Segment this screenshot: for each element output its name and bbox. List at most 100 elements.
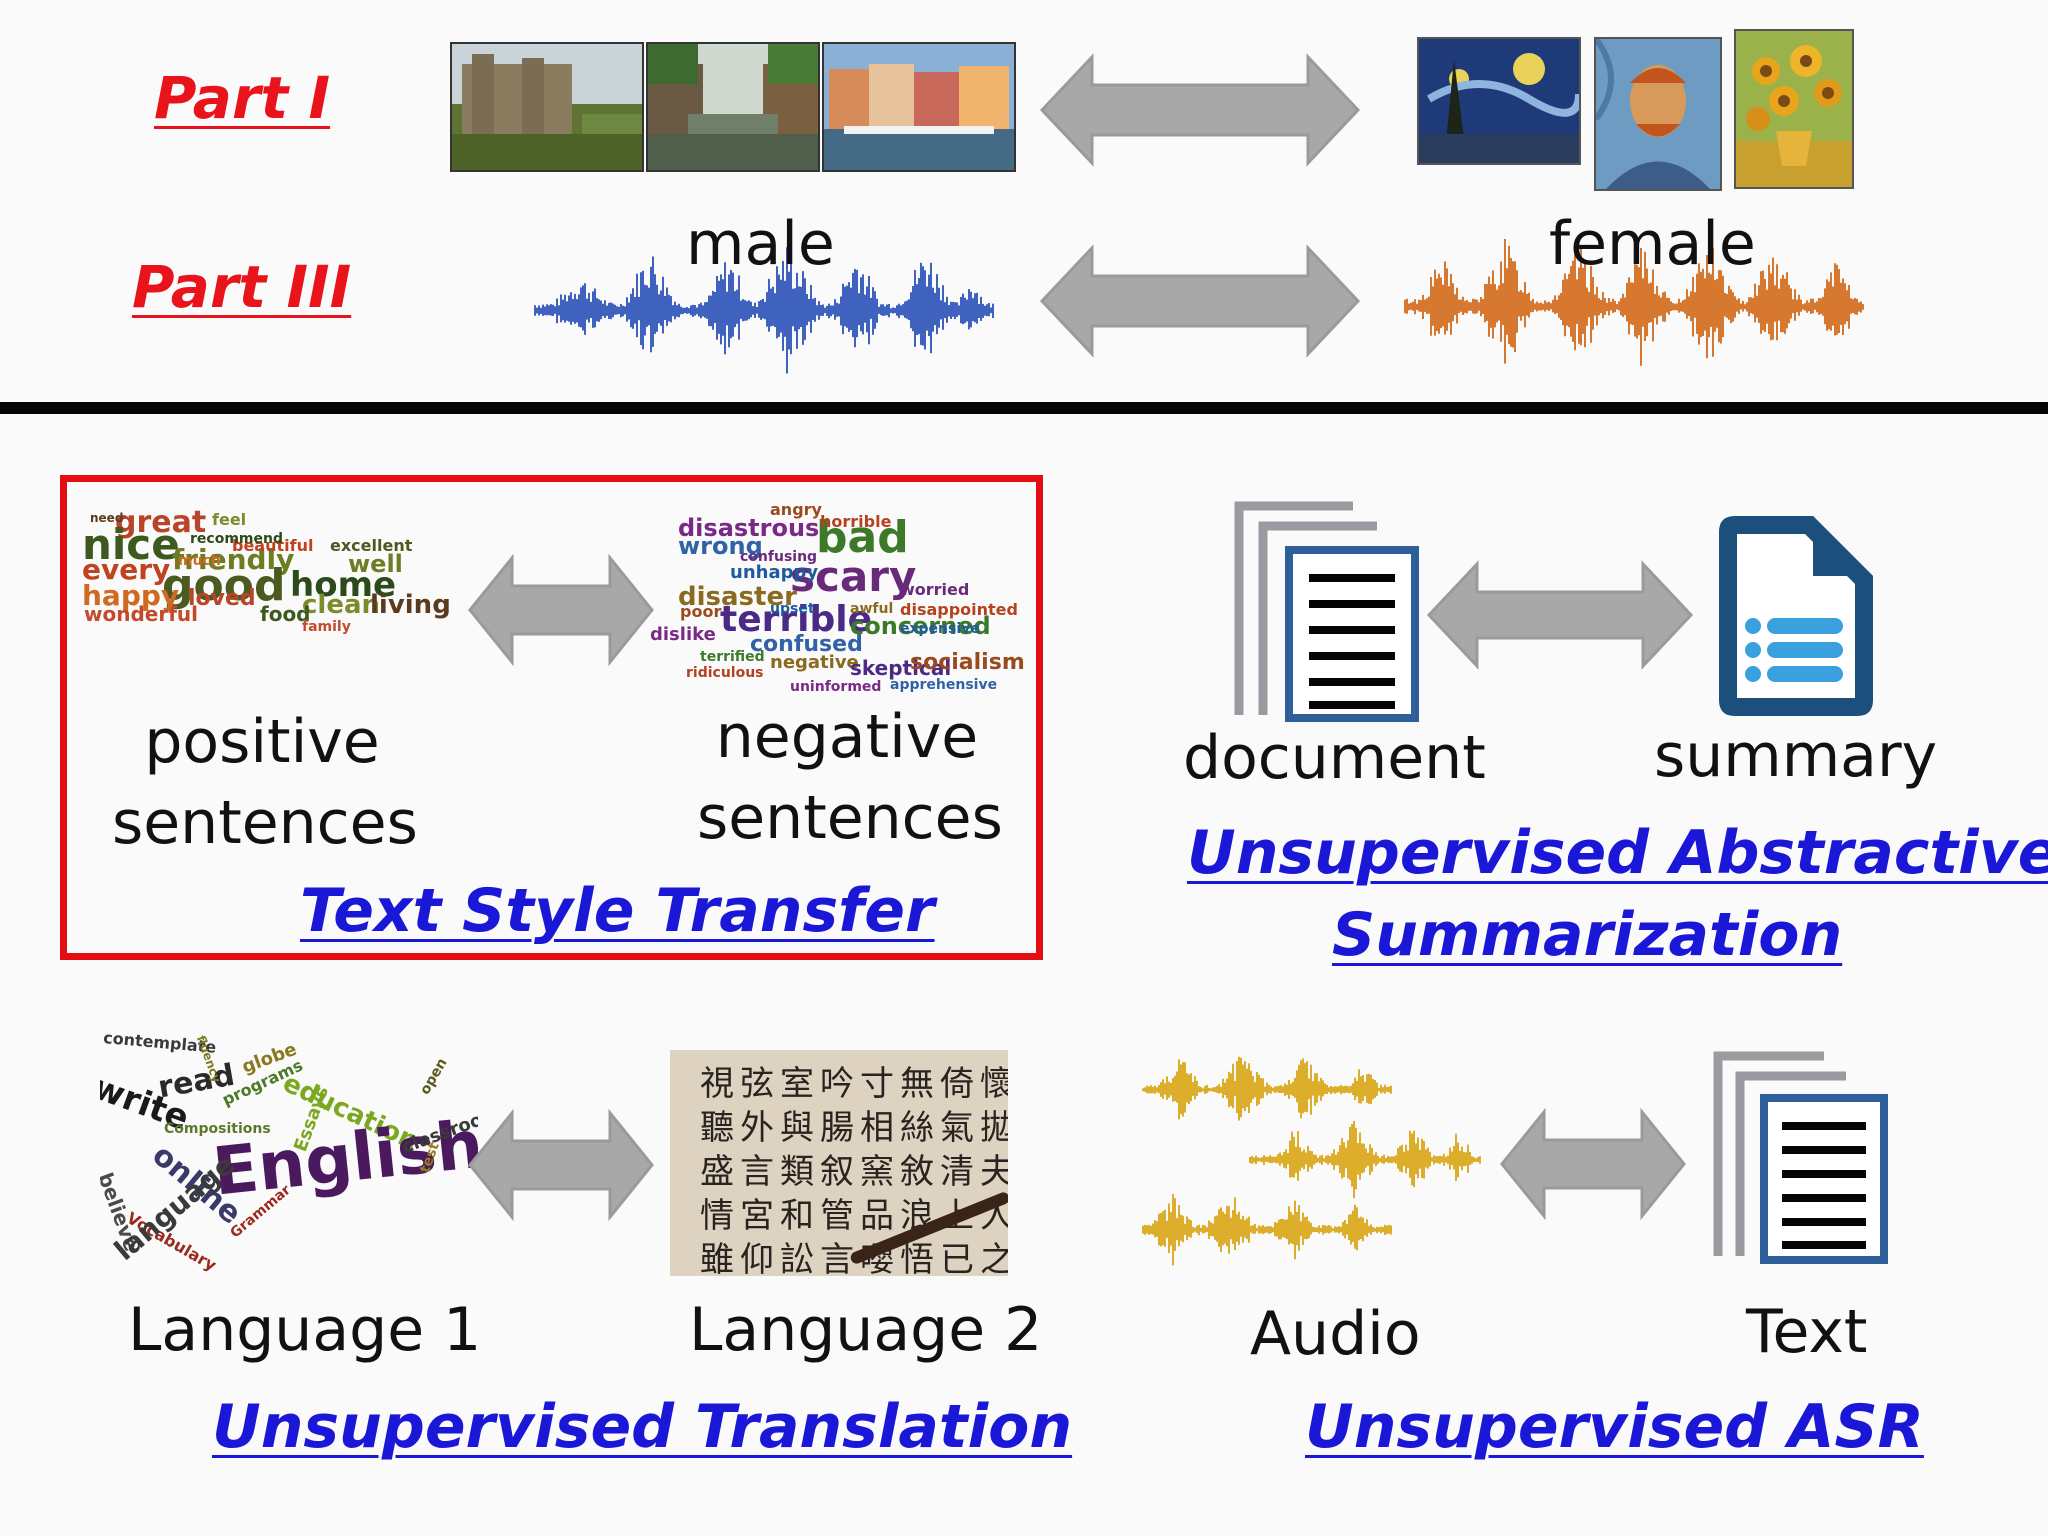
word-cloud-word: scary bbox=[790, 552, 917, 601]
word-cloud-word: happy bbox=[82, 579, 180, 612]
calligraphy-character: 之 bbox=[980, 1240, 1008, 1276]
word-cloud-word: recommend bbox=[190, 531, 283, 547]
calligraphy-character: 清 bbox=[940, 1152, 974, 1192]
chinese-calligraphy-image: 懷拋夫人之倚氣清上已無絲敘浪悟寸相窯品嚶吟腸叙管言室與類和訟弦外言宮仰視聽盛情雖 bbox=[670, 1050, 1008, 1276]
calligraphy-character: 盛 bbox=[700, 1152, 734, 1192]
word-cloud-word: expensive bbox=[900, 621, 980, 637]
calligraphy-character: 雖 bbox=[700, 1240, 734, 1276]
male-waveform-icon bbox=[534, 247, 994, 374]
word-cloud-word: loved bbox=[188, 586, 256, 611]
waveform-trace bbox=[1142, 1194, 1392, 1266]
calligraphy-character: 與 bbox=[780, 1108, 814, 1148]
calligraphy-character: 言 bbox=[740, 1152, 774, 1192]
audio-label: Audio bbox=[1250, 1299, 1421, 1369]
word-cloud-word: uninformed bbox=[790, 679, 882, 695]
word-cloud-word: open bbox=[417, 1055, 451, 1098]
calligraphy-character: 室 bbox=[780, 1064, 814, 1104]
calligraphy-character: 夫 bbox=[980, 1152, 1008, 1192]
audio-waveform-icon bbox=[1142, 1194, 1392, 1266]
word-cloud-word: beautiful bbox=[232, 536, 314, 555]
canal-photo bbox=[646, 42, 820, 172]
abstractive-summarization-link-line1[interactable]: Unsupervised Abstractive bbox=[1187, 818, 2048, 888]
text-style-transfer-link[interactable]: Text Style Transfer bbox=[300, 876, 935, 946]
word-cloud-word: terrified bbox=[700, 649, 765, 665]
language-2-label: Language 2 bbox=[689, 1295, 1043, 1365]
double-arrow-icon bbox=[468, 553, 654, 667]
word-cloud-word: skeptical bbox=[850, 656, 952, 680]
language-1-label: Language 1 bbox=[128, 1295, 482, 1365]
calligraphy-character: 相 bbox=[860, 1108, 894, 1148]
waveform-trace bbox=[534, 247, 994, 374]
calligraphy-character: 和 bbox=[780, 1196, 814, 1236]
word-cloud-word: poor bbox=[680, 602, 722, 621]
word-cloud-word: disaster bbox=[678, 582, 797, 612]
word-cloud-word: upset bbox=[770, 601, 815, 617]
castle-photo bbox=[450, 42, 644, 172]
word-cloud-word: concerned bbox=[850, 612, 991, 640]
summary-file-icon bbox=[1719, 516, 1873, 716]
word-cloud-word: confusing bbox=[740, 549, 818, 565]
abstractive-summarization-link-line2[interactable]: Summarization bbox=[1332, 900, 1843, 970]
negative-sentences-label: negative sentences bbox=[697, 697, 1003, 859]
unsupervised-translation-link[interactable]: Unsupervised Translation bbox=[212, 1392, 1073, 1462]
calligraphy-character: 寸 bbox=[860, 1064, 894, 1104]
calligraphy-character: 言 bbox=[820, 1240, 854, 1276]
calligraphy-character: 敘 bbox=[900, 1152, 934, 1192]
male-label: male bbox=[686, 209, 835, 279]
word-cloud-word: dislike bbox=[650, 624, 716, 645]
calligraphy-character: 視 bbox=[700, 1064, 734, 1104]
positive-sentences-label: positive sentences bbox=[112, 702, 418, 864]
word-cloud-word: good bbox=[162, 560, 286, 611]
calligraphy-character: 情 bbox=[700, 1196, 734, 1236]
sunflowers-painting bbox=[1734, 29, 1854, 189]
calligraphy-character: 吟 bbox=[820, 1064, 854, 1104]
word-cloud-word: worried bbox=[900, 580, 970, 599]
section-divider bbox=[0, 402, 2048, 414]
calligraphy-character: 叙 bbox=[820, 1152, 854, 1192]
word-cloud-word: disappointed bbox=[900, 600, 1018, 619]
word-cloud-word: well bbox=[348, 550, 403, 578]
waveform-trace bbox=[1404, 239, 1864, 366]
waveform-trace bbox=[1249, 1121, 1481, 1199]
document-stack-icon bbox=[1234, 501, 1419, 722]
calligraphy-character: 已 bbox=[940, 1240, 974, 1276]
word-cloud-word: ridiculous bbox=[686, 665, 764, 681]
negative-label-line: negative sentences bbox=[697, 702, 1003, 853]
text-style-transfer-frame bbox=[60, 475, 1043, 960]
part-three-label: Part III bbox=[132, 253, 352, 321]
female-waveform-icon bbox=[1404, 239, 1864, 366]
calligraphy-character: 腸 bbox=[820, 1108, 854, 1148]
calligraphy-character: 類 bbox=[780, 1152, 814, 1192]
word-cloud-word: Compositions bbox=[164, 1121, 271, 1137]
harbor-photo bbox=[822, 42, 1016, 172]
word-cloud-word: wrong bbox=[678, 532, 763, 560]
word-cloud-word: living bbox=[370, 590, 451, 620]
double-arrow-icon bbox=[1039, 53, 1361, 167]
word-cloud-word: horrible bbox=[820, 512, 892, 531]
part-one-label: Part I bbox=[154, 64, 331, 132]
word-cloud-word: socialism bbox=[910, 650, 1025, 675]
word-cloud-word: great bbox=[115, 508, 207, 540]
unsupervised-asr-link[interactable]: Unsupervised ASR bbox=[1305, 1392, 1924, 1462]
waveform-trace bbox=[1142, 1056, 1392, 1121]
word-cloud-word: angry bbox=[770, 502, 822, 519]
audio-waveform-icon bbox=[1249, 1121, 1481, 1199]
calligraphy-character: 悟 bbox=[900, 1240, 934, 1276]
calligraphy-character: 聽 bbox=[700, 1108, 734, 1148]
calligraphy-character: 無 bbox=[900, 1064, 934, 1104]
calligraphy-character: 氣 bbox=[940, 1108, 974, 1148]
word-cloud-word: much bbox=[178, 553, 221, 569]
word-cloud-word: clean bbox=[302, 590, 381, 620]
calligraphy-character: 窯 bbox=[860, 1152, 894, 1192]
word-cloud-word: friendly bbox=[172, 543, 295, 576]
audio-waveform-icon bbox=[1142, 1056, 1392, 1121]
double-arrow-icon bbox=[468, 1108, 654, 1222]
word-cloud-word: confused bbox=[750, 632, 863, 657]
calligraphy-character: 宮 bbox=[740, 1196, 774, 1236]
double-arrow-icon bbox=[1500, 1107, 1686, 1221]
positive-label-line: positive sentences bbox=[112, 707, 418, 858]
female-label: female bbox=[1549, 209, 1756, 279]
self-portrait-painting bbox=[1594, 37, 1722, 191]
